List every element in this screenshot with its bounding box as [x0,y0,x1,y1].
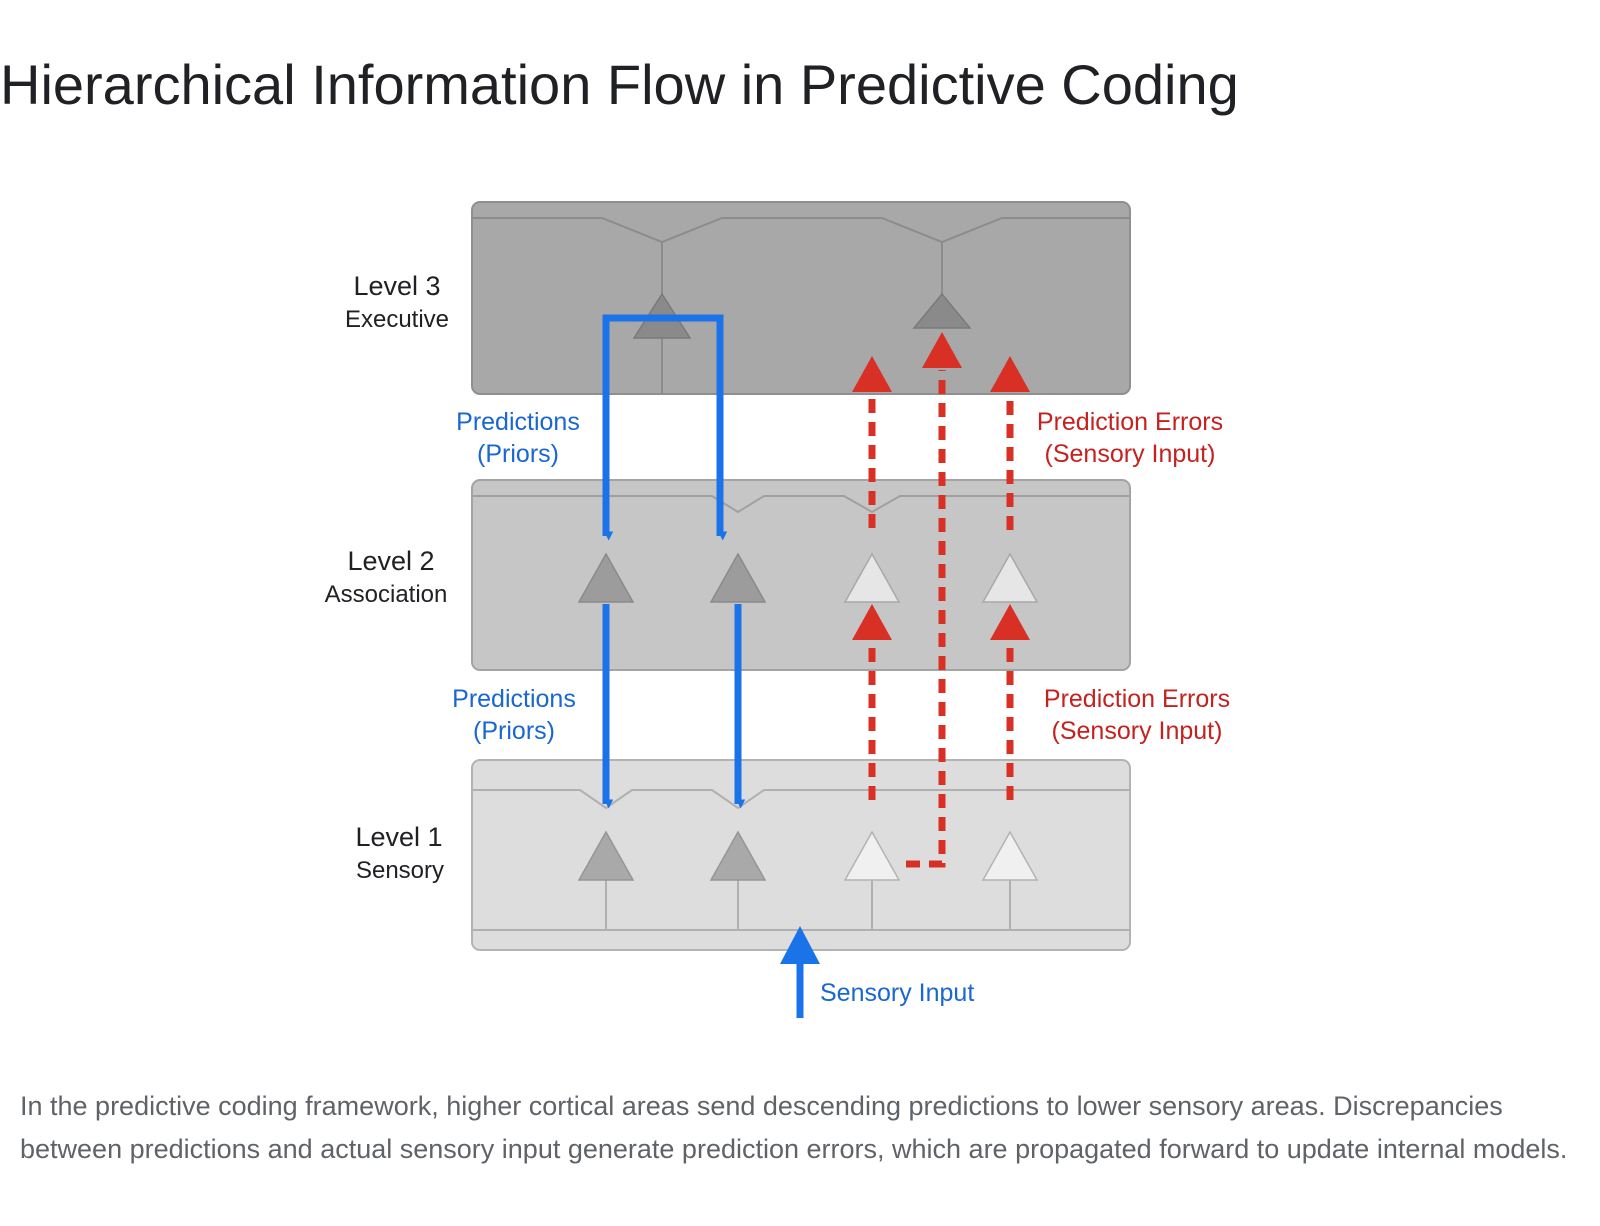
predictive-coding-diagram: Level 3 Executive Level 2 Association Le… [325,201,1230,1018]
level-3-box [471,201,1131,395]
sensory-input-label: Sensory Input [820,979,974,1007]
level-1-dendrite-line [472,789,1130,810]
level-3-role: Executive [345,306,449,333]
error-arrowheads [852,332,1030,640]
error-arrow-l1-l3-middle [906,370,946,868]
level-2-neuron-triangle [577,552,635,603]
priors-label-lower: (Priors) [473,717,555,745]
level-1-neuron-triangle [709,830,767,881]
level-2-panel [471,479,1131,671]
predictions-label-lower: Predictions [452,685,576,713]
level-3-label: Level 3 [353,271,440,301]
level-1-role: Sensory [356,857,444,884]
prediction-errors-label-lower: Prediction Errors [1044,685,1230,713]
predictions-label-upper: Predictions [456,408,580,436]
level-1-neuron-triangle [981,830,1039,881]
error-arrowhead [922,332,962,368]
page-title: Hierarchical Information Flow in Predict… [0,53,1239,116]
error-arrows [868,370,1014,868]
level-1-box [471,759,1131,951]
level-2-dendrite-line [472,495,1130,514]
sensory-input-sublabel-lower: (Sensory Input) [1052,717,1223,745]
prediction-arrows [602,314,746,809]
prediction-arrow-l3-l2-right [662,314,728,541]
level-3-panel [471,201,1131,395]
sensory-input-arrowhead [780,926,820,964]
level-3-dendrite-line [472,217,1130,244]
figure-caption: In the predictive coding framework, high… [20,1091,1568,1164]
level-1-panel [471,759,1131,951]
level-2-box [471,479,1131,671]
prediction-arrow-l3-l2-left [602,314,662,541]
level-1-label: Level 1 [355,822,442,852]
sensory-input-sublabel-upper: (Sensory Input) [1045,440,1216,468]
priors-label-upper: (Priors) [477,440,559,468]
level-2-neuron-triangle [709,552,767,603]
level-3-neuron-triangle [912,292,972,329]
error-arrowhead [852,604,892,640]
level-1-neuron-triangle [577,830,635,881]
prediction-errors-label-upper: Prediction Errors [1037,408,1223,436]
error-arrowhead [990,604,1030,640]
error-arrowhead [990,356,1030,392]
level-2-label: Level 2 [347,546,434,576]
error-arrowhead [852,356,892,392]
level-2-role: Association [325,581,448,608]
level-1-neuron-triangle [843,830,901,881]
level-2-neuron-triangle [843,552,901,603]
level-2-neuron-triangle [981,552,1039,603]
